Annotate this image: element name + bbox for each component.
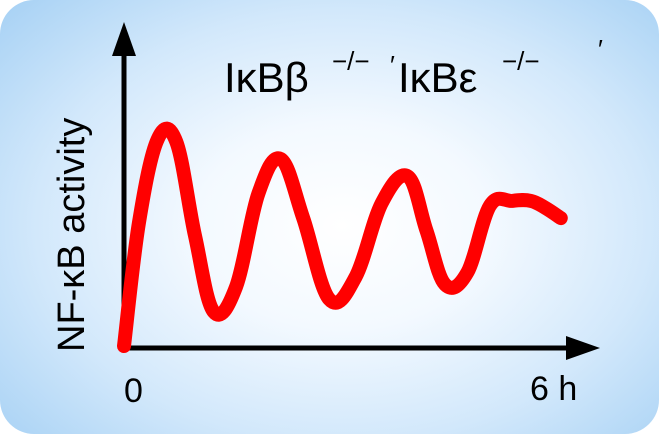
chart-title-sup1: −/− bbox=[332, 46, 370, 76]
chart-title-part1: IκBβ bbox=[224, 54, 309, 101]
series-line-nfkb bbox=[117, 121, 568, 353]
x-tick-label-6h: 6 h bbox=[530, 370, 577, 408]
x-axis-arrow bbox=[566, 336, 600, 360]
chart-title-prime1: ′ bbox=[390, 50, 395, 80]
x-tick-label-0: 0 bbox=[124, 372, 143, 410]
y-axis-arrow bbox=[112, 22, 136, 56]
chart-title-part2: IκBε bbox=[398, 54, 477, 101]
chart-title-prime2: ′ bbox=[598, 34, 603, 64]
chart-title-sup2: −/− bbox=[502, 46, 540, 76]
y-axis-label: NF-κB activity bbox=[51, 118, 93, 352]
data-points bbox=[123, 139, 561, 347]
